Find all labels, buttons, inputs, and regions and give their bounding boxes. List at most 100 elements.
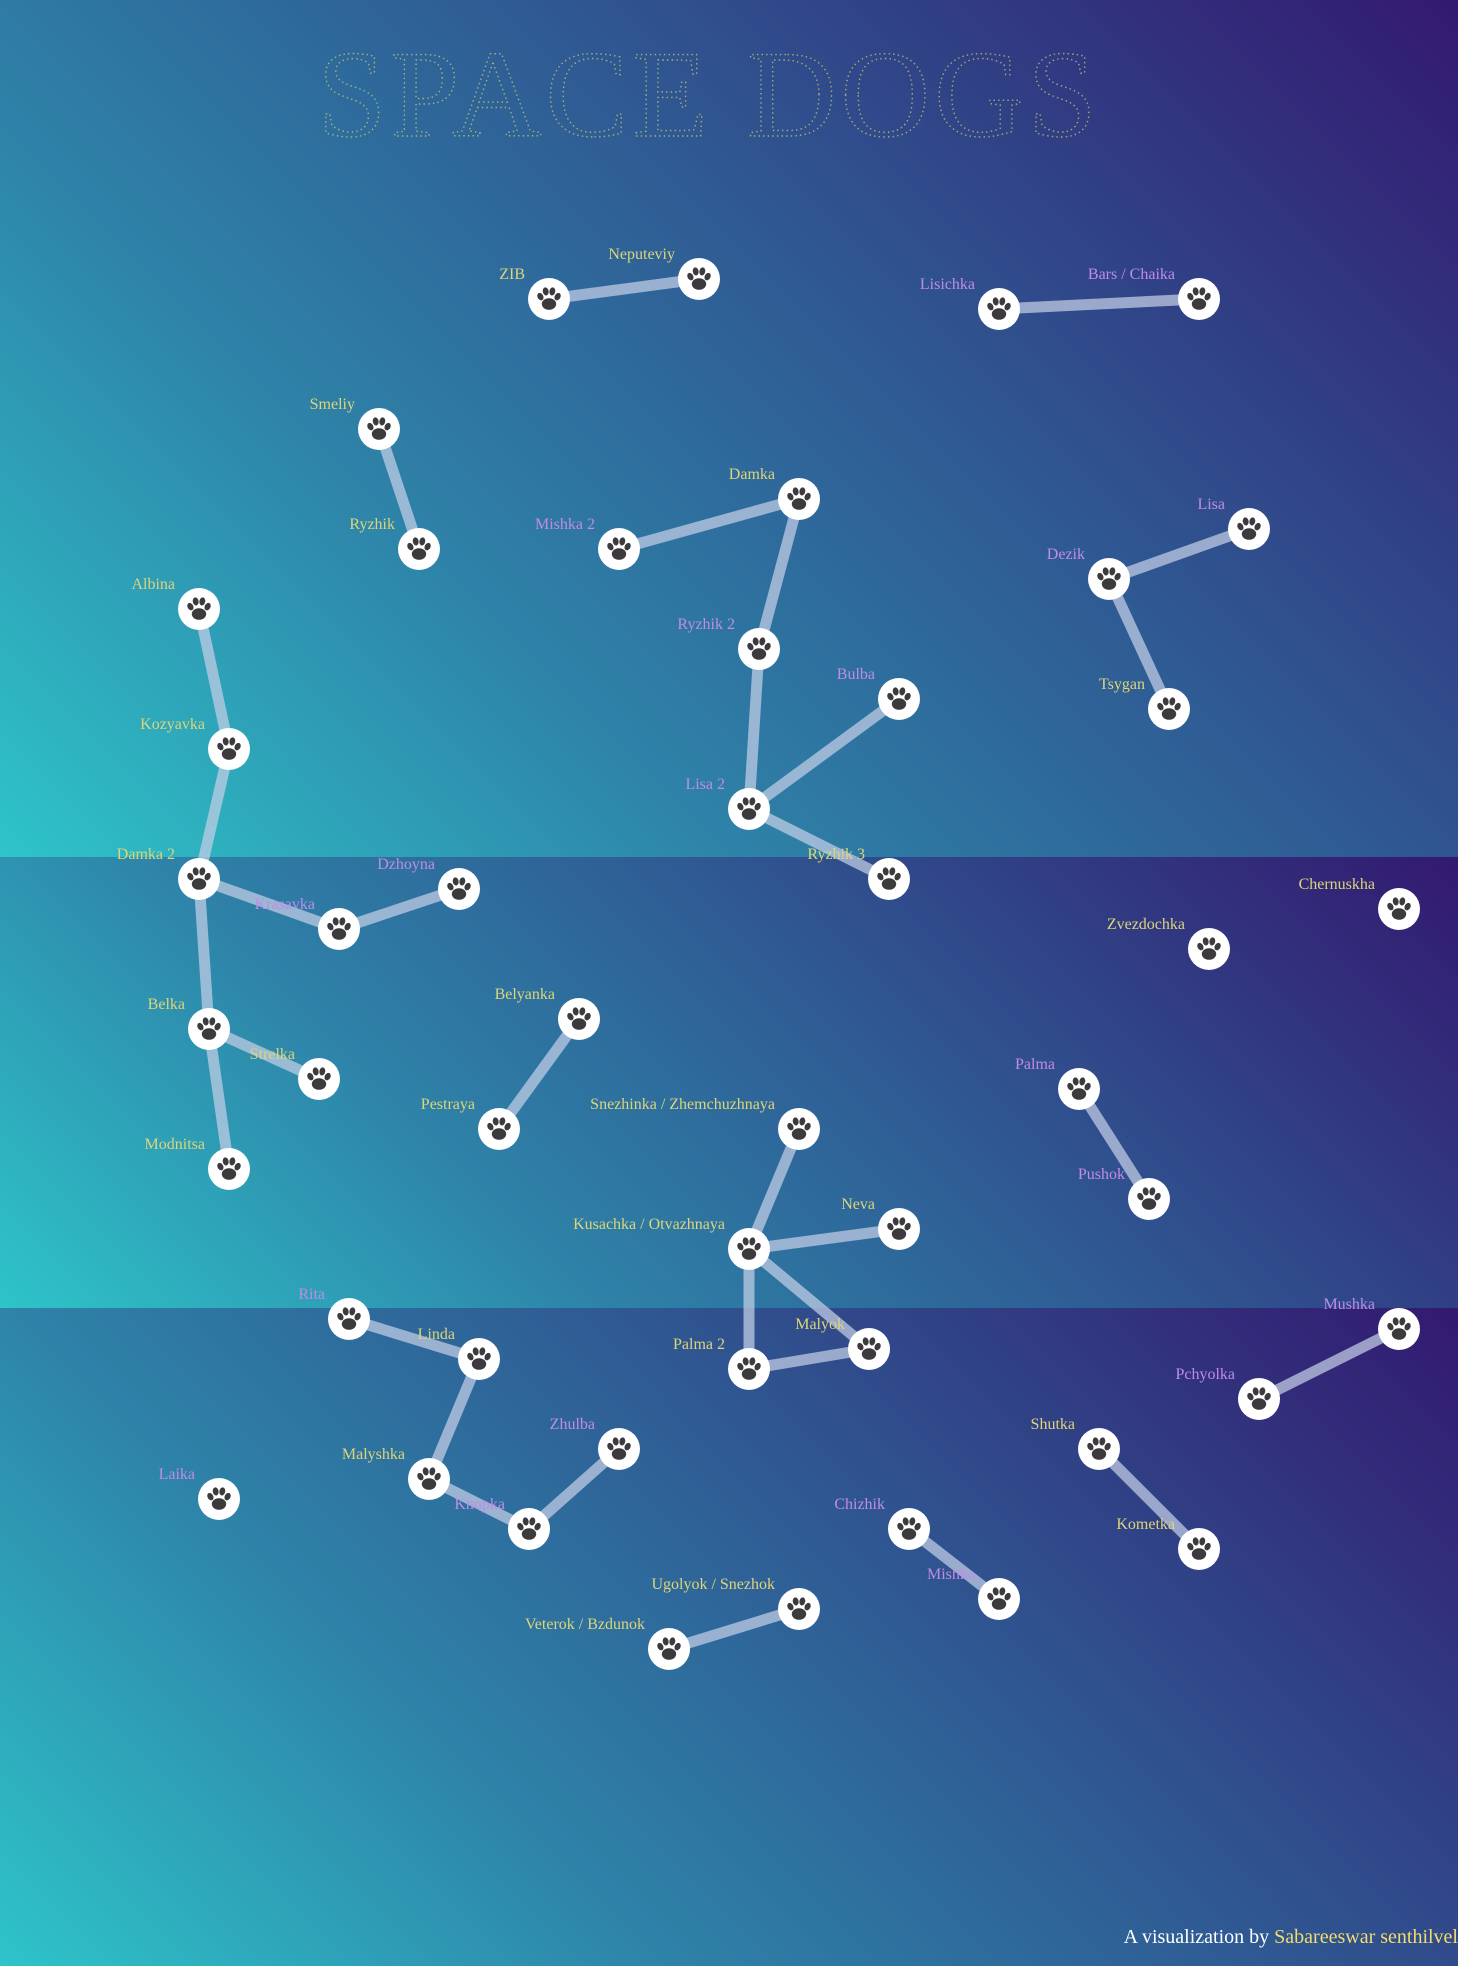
dog-node-knopka[interactable]: Knopka (454, 1496, 550, 1550)
dog-name-label: Albina (131, 576, 175, 593)
dog-name-label: Krasavka (255, 896, 315, 913)
dog-name-label: Kozyavka (140, 716, 205, 733)
dog-node-tsygan[interactable]: Tsygan (1099, 676, 1190, 730)
dog-node-ryzhik[interactable]: Ryzhik (349, 516, 440, 570)
dog-name-label: Lisa (1197, 496, 1225, 513)
dog-node-kozyavka[interactable]: Kozyavka (140, 716, 250, 770)
dog-node-pestraya[interactable]: Pestraya (421, 1096, 520, 1150)
dog-name-label: Snezhinka / Zhemchuzhnaya (590, 1096, 775, 1113)
dog-node-malyshka[interactable]: Malyshka (342, 1446, 450, 1500)
dog-node-palma[interactable]: Palma (1015, 1056, 1100, 1110)
edge-lisa-2-bulba (743, 693, 905, 815)
dog-name-label: ZIB (499, 266, 525, 283)
dog-node-strelka[interactable]: Strelka (250, 1046, 340, 1100)
dog-node-damka-2[interactable]: Damka 2 (117, 846, 220, 900)
dog-node-krasavka[interactable]: Krasavka (255, 896, 360, 950)
dog-name-label: Palma 2 (673, 1336, 725, 1353)
dog-node-ryzhik-3[interactable]: Ryzhik 3 (807, 846, 910, 900)
dog-node-veterok[interactable]: Veterok / Bzdunok (525, 1616, 690, 1670)
dog-node-ryzhik-2[interactable]: Ryzhik 2 (677, 616, 780, 670)
edge-damka-2-krasavka (193, 873, 345, 935)
dog-name-label: Belyanka (495, 986, 555, 1003)
dog-name-label: Pushok (1078, 1166, 1125, 1183)
dog-name-label: Lisichka (920, 276, 975, 293)
dog-name-label: Ryzhik 2 (677, 616, 735, 633)
dog-node-belyanka[interactable]: Belyanka (495, 986, 600, 1040)
edge-veterok-ugolyok (663, 1603, 805, 1655)
dog-node-mishka-2[interactable]: Mishka 2 (535, 516, 640, 570)
dog-name-label: Strelka (250, 1046, 295, 1063)
dog-name-label: Dezik (1047, 546, 1085, 563)
dog-name-label: Zvezdochka (1107, 916, 1185, 933)
dog-node-laika[interactable]: Laika (159, 1466, 240, 1520)
dog-node-mushka[interactable]: Mushka (1323, 1296, 1420, 1350)
edge-lisichka-bars-chaika (993, 293, 1205, 315)
background-band-bottom (0, 1308, 1458, 1966)
dog-node-linda[interactable]: Linda (418, 1326, 500, 1380)
dog-node-zhulba[interactable]: Zhulba (550, 1416, 640, 1470)
edge-pestraya-belyanka (493, 1013, 585, 1135)
dog-node-lisichka[interactable]: Lisichka (920, 276, 1020, 330)
dog-node-belka[interactable]: Belka (148, 996, 230, 1050)
dog-node-smeliy[interactable]: Smeliy (310, 396, 400, 450)
credit-prefix: A visualization by (1123, 1926, 1270, 1948)
edge-albina-kozyavka (193, 603, 235, 755)
dog-name-label: Mushka (1323, 1296, 1375, 1313)
dog-name-label: Modnitsa (145, 1136, 205, 1153)
dog-node-snezhinka[interactable]: Snezhinka / Zhemchuzhnaya (590, 1096, 820, 1150)
dog-name-label: Knopka (454, 1496, 505, 1513)
dog-node-pushok[interactable]: Pushok (1078, 1166, 1170, 1220)
dog-node-chizhik[interactable]: Chizhik (834, 1496, 930, 1550)
dog-node-neva[interactable]: Neva (841, 1196, 920, 1250)
dog-name-label: Shutka (1031, 1416, 1075, 1433)
dog-name-label: Laika (159, 1466, 195, 1483)
dog-name-label: Mishka (927, 1566, 975, 1583)
dog-name-label: Neputeviy (608, 246, 675, 263)
dog-node-zvezdochka[interactable]: Zvezdochka (1107, 916, 1230, 970)
dog-node-palma-2[interactable]: Palma 2 (673, 1336, 770, 1390)
credit-line: A visualization by Sabareeswar senthilve… (1124, 1926, 1458, 1949)
edge-linda-malyshka (423, 1353, 485, 1485)
edge-dezik-tsygan (1103, 573, 1175, 715)
dog-node-lisa[interactable]: Lisa (1197, 496, 1270, 550)
dog-node-neputeviy[interactable]: Neputeviy (608, 246, 720, 300)
dog-name-label: Rita (298, 1286, 325, 1303)
dog-name-label: Smeliy (310, 396, 355, 413)
edge-kusachka-snezhinka (743, 1123, 805, 1255)
edge-krasavka-dzhoyna (333, 883, 465, 935)
dog-node-ugolyok[interactable]: Ugolyok / Snezhok (651, 1576, 820, 1630)
dog-name-label: Palma (1015, 1056, 1055, 1073)
edge-shutka-kometka (1093, 1443, 1205, 1555)
dog-node-shutka[interactable]: Shutka (1031, 1416, 1120, 1470)
dog-node-damka[interactable]: Damka (729, 466, 820, 520)
dog-node-albina[interactable]: Albina (131, 576, 220, 630)
edge-dezik-lisa (1103, 523, 1255, 585)
dog-node-pchyolka[interactable]: Pchyolka (1175, 1366, 1280, 1420)
dog-node-bars-chaika[interactable]: Bars / Chaika (1088, 266, 1220, 320)
edge-lisa-2-ryzhik-3 (743, 803, 895, 885)
dog-node-malyok[interactable]: Malyok (795, 1316, 890, 1370)
dog-name-label: Zhulba (550, 1416, 595, 1433)
dog-node-chernushka[interactable]: Chernuskha (1299, 876, 1420, 930)
credit-author-link[interactable]: Sabareeswar senthilvel (1274, 1926, 1458, 1948)
dog-node-modnitsa[interactable]: Modnitsa (145, 1136, 250, 1190)
dog-node-rita[interactable]: Rita (298, 1286, 370, 1340)
page-title: SPACE DOGS (317, 26, 1100, 163)
edge-ryzhik-2-lisa-2 (743, 643, 765, 815)
dog-name-label: Ryzhik (349, 516, 395, 533)
dog-name-label: Neva (841, 1196, 875, 1213)
dog-node-dezik[interactable]: Dezik (1047, 546, 1130, 600)
dog-name-label: Ugolyok / Snezhok (651, 1576, 775, 1593)
dog-node-kusachka[interactable]: Kusachka / Otvazhnaya (573, 1216, 770, 1270)
dog-node-mishka[interactable]: Mishka (927, 1566, 1020, 1620)
dog-node-zib[interactable]: ZIB (499, 266, 570, 320)
dog-node-bulba[interactable]: Bulba (837, 666, 920, 720)
dog-name-label: Chizhik (834, 1496, 885, 1513)
dog-node-kometka[interactable]: Kometka (1116, 1516, 1220, 1570)
dog-name-label: Lisa 2 (685, 776, 725, 793)
dog-node-dzhoyna[interactable]: Dzhoyna (377, 856, 480, 910)
dog-name-label: Bars / Chaika (1088, 266, 1175, 283)
dog-node-lisa-2[interactable]: Lisa 2 (685, 776, 770, 830)
